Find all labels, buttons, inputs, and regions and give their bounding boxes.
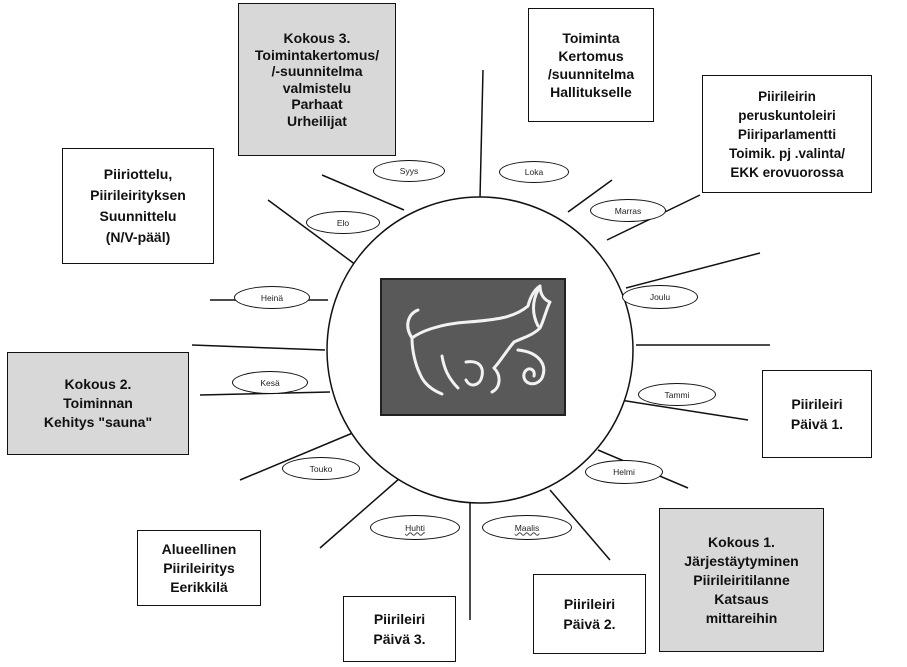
cat-logo (380, 278, 566, 416)
month-helmi: Helmi (585, 460, 663, 484)
month-huhti: Huhti (370, 515, 460, 540)
month-heina: Heinä (234, 286, 310, 309)
spoke-joulu (625, 252, 761, 289)
month-elo: Elo (306, 211, 380, 234)
spoke-loka (567, 179, 613, 213)
activity-kokous2: Kokous 2. Toiminnan Kehitys "sauna" (7, 352, 189, 455)
spoke-top (479, 69, 484, 199)
month-loka: Loka (499, 161, 569, 183)
activity-kokous3: Kokous 3. Toimintakertomus/ /-suunnitelm… (238, 3, 396, 156)
month-tammi: Tammi (638, 383, 716, 406)
month-marras: Marras (590, 199, 666, 222)
activity-piirileiri-paiva3: Piirileiri Päivä 3. (343, 596, 456, 662)
spoke-left-horizontal (191, 344, 326, 351)
activity-toimintakertomus: Toiminta Kertomus /suunnitelma Hallituks… (528, 8, 654, 122)
activity-alueellinen: Alueellinen Piirileiritys Eerikkilä (137, 530, 261, 606)
month-kesa: Kesä (232, 371, 308, 394)
month-joulu: Joulu (622, 285, 698, 309)
spoke-huhti (319, 477, 401, 549)
activity-piirileiri-paiva2: Piirileiri Päivä 2. (533, 574, 646, 654)
month-maalis: Maalis (482, 515, 572, 540)
month-touko: Touko (282, 457, 360, 480)
spoke-touko (239, 431, 356, 481)
spoke-syys (321, 174, 405, 211)
activity-piirileiri-paiva1: Piirileiri Päivä 1. (762, 370, 872, 458)
cat-icon (406, 284, 552, 396)
spoke-elo (267, 199, 357, 266)
month-syys: Syys (373, 160, 445, 182)
spoke-maalis (549, 489, 611, 561)
spoke-tammi (619, 399, 749, 421)
activity-piirileiri-peruskunto: Piirileirin peruskuntoleiri Piiriparlame… (702, 75, 872, 193)
activity-piiriottelu: Piiriottelu, Piirileirityksen Suunnittel… (62, 148, 214, 264)
activity-kokous1: Kokous 1. Järjestäytyminen Piirileiritil… (659, 508, 824, 652)
